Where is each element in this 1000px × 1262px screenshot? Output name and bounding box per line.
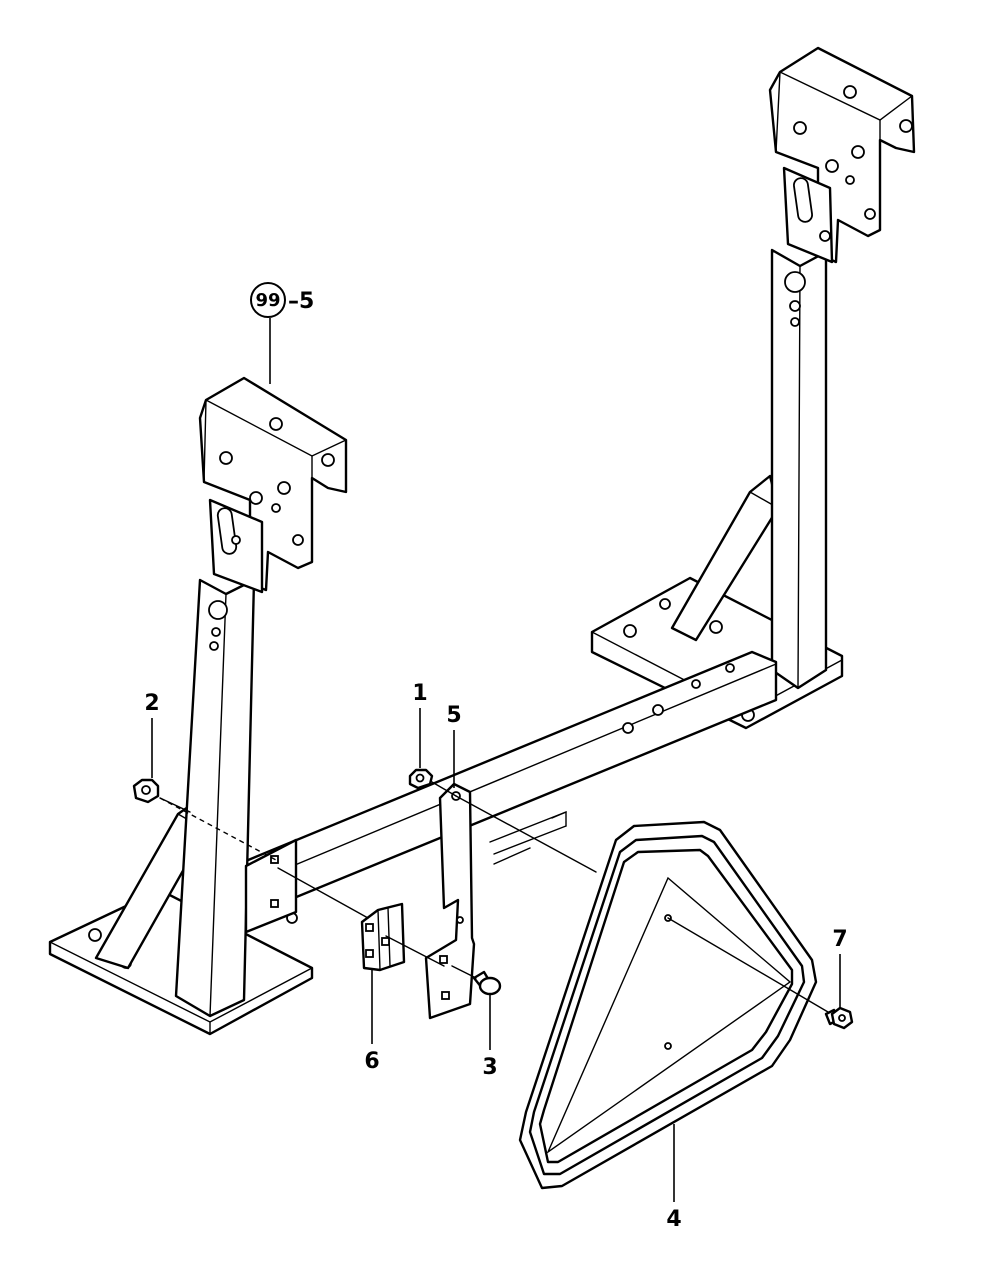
callout-label-5: 5 (446, 703, 461, 728)
left-stand (48, 376, 348, 1036)
callout-2: 2 (144, 691, 160, 778)
callout-5: 5 (446, 703, 462, 788)
part-7-bolt (824, 1006, 854, 1030)
callout-label-2: 2 (144, 691, 159, 716)
callout-label-4: 4 (666, 1207, 681, 1232)
reference-circled-number: 99 (255, 290, 280, 311)
callout-label-3: 3 (482, 1055, 497, 1080)
callout-4: 4 (666, 1124, 682, 1232)
reference-suffix: –5 (288, 289, 314, 314)
assembly-lines (159, 781, 829, 1013)
part-4-smv-sign (518, 820, 818, 1190)
callout-label-7: 7 (832, 927, 847, 952)
right-stand (590, 46, 916, 730)
part-2-nut (132, 778, 160, 804)
callout-3: 3 (482, 994, 498, 1080)
reference-callout: 99 –5 (250, 282, 314, 384)
part-3-bolt (472, 970, 502, 996)
part-6-clip (360, 902, 406, 972)
part-5-bracket (424, 782, 476, 1020)
callout-label-1: 1 (412, 681, 427, 706)
callout-6: 6 (364, 968, 380, 1074)
callout-label-6: 6 (364, 1049, 379, 1074)
callout-7: 7 (832, 927, 848, 1008)
part-1-nut (408, 768, 434, 790)
cross-tube (188, 650, 778, 932)
callout-1: 1 (412, 681, 428, 768)
